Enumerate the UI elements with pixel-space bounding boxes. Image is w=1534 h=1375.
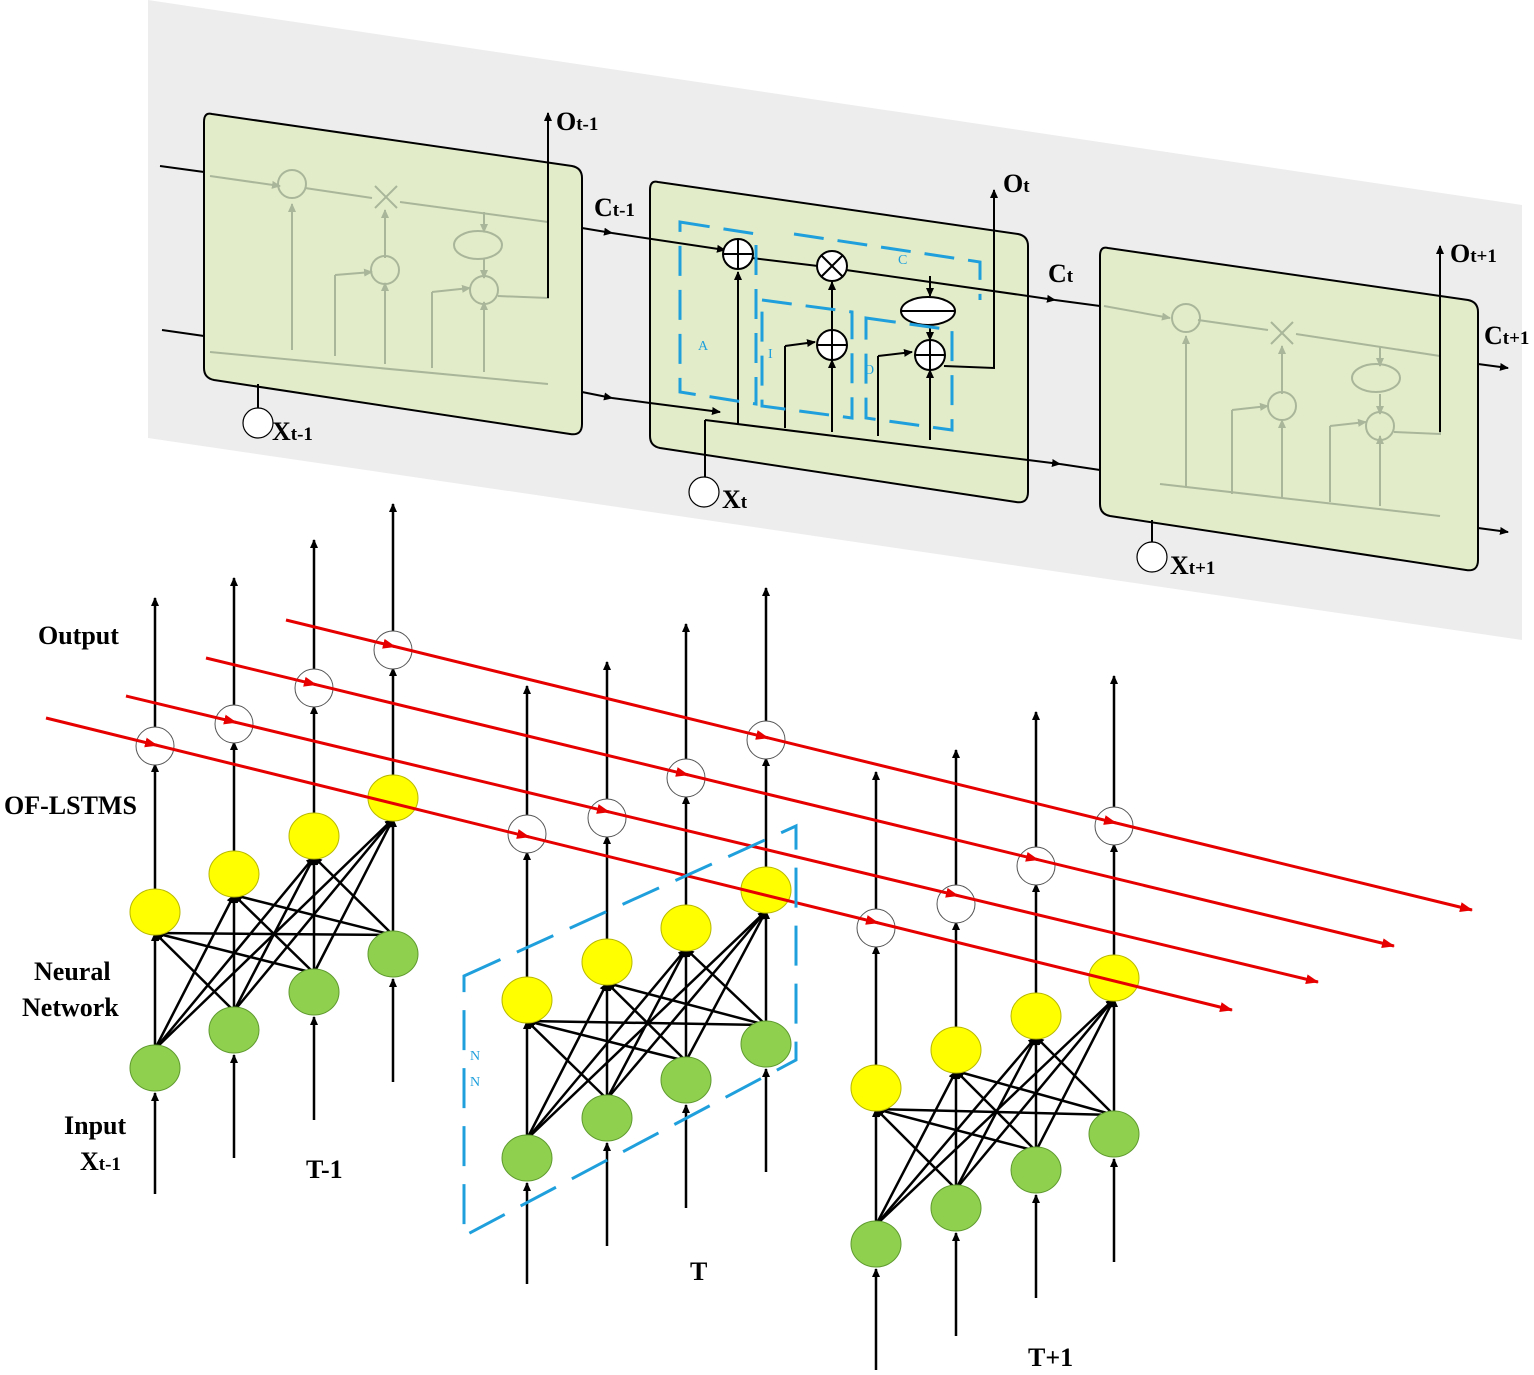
nn-tag-1: N: [470, 1049, 480, 1064]
recurrent-arrowhead: [1103, 815, 1117, 825]
connection-line: [154, 929, 394, 938]
lstm-unit-node: [1016, 846, 1056, 886]
connection-line: [875, 1108, 957, 1190]
recurrent-arrowhead: [865, 915, 879, 925]
x-next-label: Xt+1: [1170, 551, 1215, 580]
x-prev-label: Xt-1: [272, 417, 313, 446]
lstm-operators: [722, 238, 956, 371]
recurrent-arrowhead: [382, 638, 396, 649]
connection-line: [526, 1017, 767, 1027]
connection-line: [154, 931, 315, 975]
c-cur-label: Ct: [1048, 259, 1074, 288]
input-x-label: Xt-1: [80, 1147, 121, 1176]
lstm-unit-node: [856, 908, 896, 948]
hidden-node: [501, 976, 553, 1024]
hidden-node: [850, 1064, 902, 1112]
hidden-node: [930, 1026, 982, 1074]
connection-line: [606, 981, 767, 1027]
recurrent-arrowhead: [223, 714, 237, 725]
input-node: [1010, 1146, 1062, 1194]
recurrent-line: [125, 694, 1319, 985]
gate-c-label: C: [898, 253, 907, 268]
neural-label-line2: Network: [22, 993, 119, 1022]
hidden-node: [1010, 992, 1062, 1040]
lstm-flow-lines: [159, 112, 1509, 542]
t-cur-label: T: [690, 1257, 707, 1286]
output-label: Output: [38, 621, 119, 650]
gate-o-label: O: [864, 363, 874, 378]
input-node: [850, 1220, 902, 1268]
input-node: [129, 1044, 181, 1092]
input-node: [581, 1094, 633, 1142]
recurrent-arrowhead: [516, 829, 530, 839]
recurrent-arrowhead: [1025, 851, 1039, 862]
hidden-node: [1088, 954, 1140, 1002]
gate-i-label: I: [768, 347, 773, 362]
input-node: [930, 1184, 982, 1232]
connection-line: [955, 1069, 1115, 1117]
c-next-label: Ct+1: [1484, 321, 1529, 350]
lstm-unit-node: [587, 798, 627, 838]
t-prev-label: T-1: [306, 1155, 343, 1184]
input-node: [1088, 1110, 1140, 1158]
o-next-label: Ot+1: [1450, 239, 1497, 268]
x-cur-label: Xt: [722, 485, 748, 514]
c-prev-label: Ct-1: [594, 193, 635, 222]
neural-label-line1: Neural: [34, 957, 111, 986]
o-prev-label: Ot-1: [556, 107, 598, 136]
hidden-node: [208, 850, 260, 898]
nn-tag-2: N: [470, 1075, 480, 1090]
connection-line: [233, 893, 394, 937]
connection-line: [1035, 1036, 1115, 1116]
connection-line: [526, 1019, 687, 1063]
recurrent-arrowhead: [596, 804, 610, 814]
gate-a-label: A: [698, 339, 709, 354]
input-node: [208, 1006, 260, 1054]
input-node: [501, 1134, 553, 1182]
recurrent-arrowhead: [945, 887, 959, 898]
connection-line: [526, 1020, 608, 1100]
t-next-label: T+1: [1028, 1343, 1073, 1372]
x-inputs: [242, 407, 1168, 573]
lstm-cell-prev: [203, 112, 583, 436]
hidden-node: [660, 904, 712, 952]
connection-line: [875, 1105, 1115, 1117]
hidden-node: [581, 938, 633, 986]
recurrent-line: [205, 656, 1395, 949]
input-node: [367, 930, 419, 978]
recurrent-line: [45, 716, 1233, 1012]
recurrent-line: [285, 618, 1473, 913]
recurrent-arrowhead: [675, 767, 689, 777]
o-cur-label: Ot: [1003, 169, 1030, 198]
input-node: [740, 1020, 792, 1068]
recurrent-arrowhead: [144, 737, 158, 748]
connection-line: [313, 856, 394, 936]
hidden-node: [129, 888, 181, 936]
input-label: Input: [64, 1111, 126, 1140]
nn-box: N N: [462, 823, 798, 1239]
gate-boxes: [678, 220, 982, 432]
input-node: [660, 1056, 712, 1104]
hidden-node: [288, 812, 340, 860]
recurrent-arrowhead: [755, 730, 769, 740]
recurrent-arrowhead: [303, 676, 317, 687]
input-node: [288, 968, 340, 1016]
connection-line: [875, 1107, 1037, 1153]
neural-network-layer: [45, 503, 1473, 1370]
of-lstms-label: OF-LSTMS: [4, 791, 137, 820]
connection-line: [685, 948, 767, 1026]
lstm-cell-next: [1099, 246, 1479, 572]
connection-line: [154, 932, 235, 1012]
